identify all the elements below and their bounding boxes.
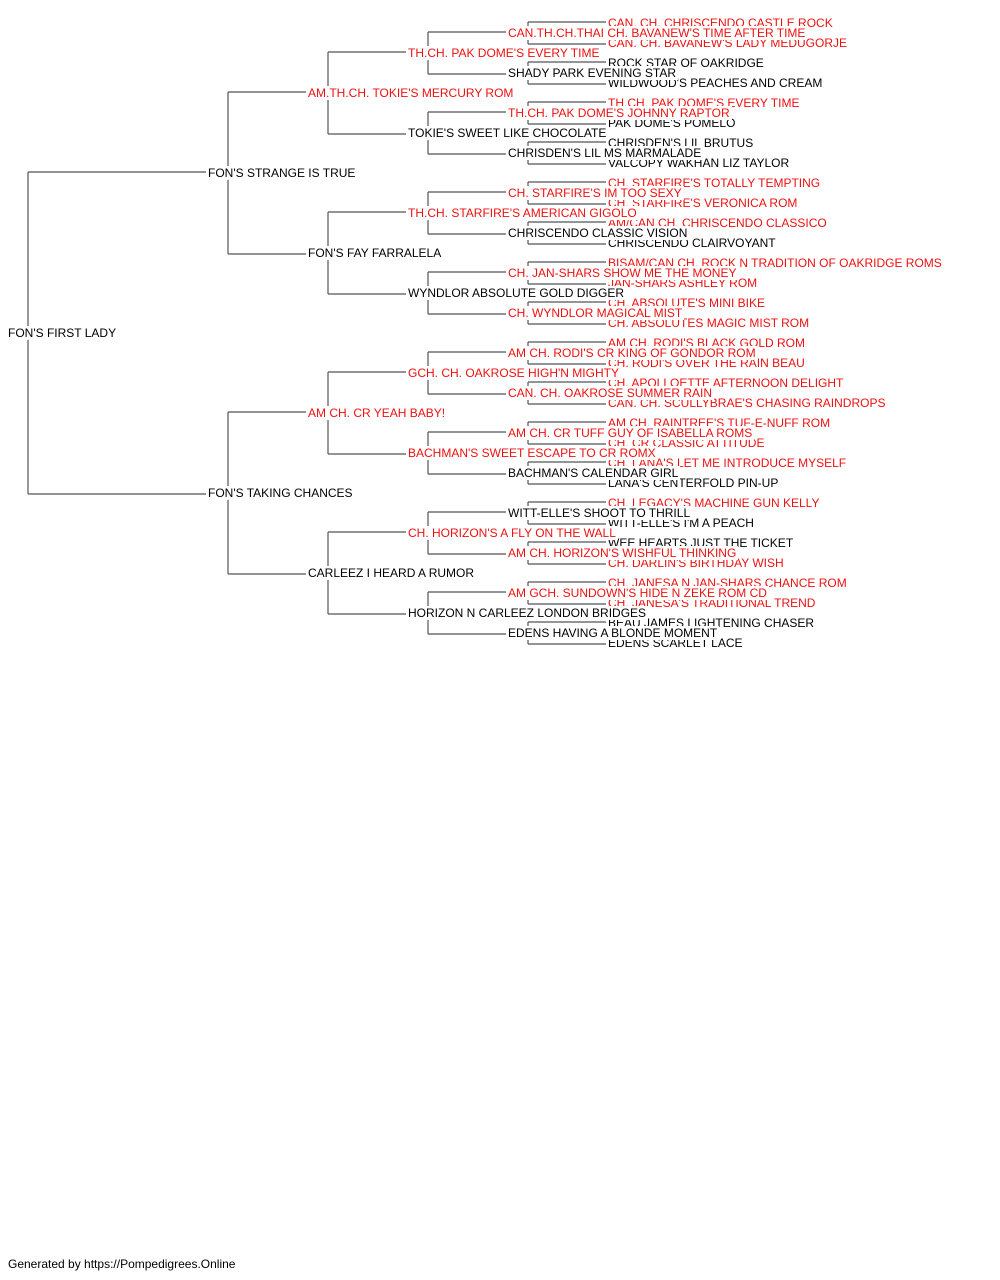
ancestor-dam-gen4: CH. WYNDLOR MAGICAL MIST	[508, 306, 685, 320]
ancestor-sire-gen4: AM CH. RODI'S CR KING OF GONDOR ROM	[508, 346, 758, 360]
ancestor-sire-gen3: CH. HORIZON'S A FLY ON THE WALL	[408, 526, 618, 540]
ancestor-sire-gen3: TH.CH. STARFIRE'S AMERICAN GIGOLO	[408, 206, 639, 220]
ancestor-sire-gen4: CH. STARFIRE'S IM TOO SEXY	[508, 186, 684, 200]
ancestor-sire-gen2: AM CH. CR YEAH BABY!	[308, 406, 448, 420]
ancestor-dam-gen4: CHRISCENDO CLASSIC VISION	[508, 226, 690, 240]
ancestor-dam-gen2: CARLEEZ I HEARD A RUMOR	[308, 566, 477, 580]
generated-by-footer: Generated by https://Pompedigrees.Online	[8, 1257, 236, 1271]
ancestor-sire-gen1: FON'S STRANGE IS TRUE	[208, 166, 358, 180]
ancestor-sire-gen3: GCH. CH. OAKROSE HIGH'N MIGHTY	[408, 366, 621, 380]
ancestor-dam-gen4: AM CH. HORIZON'S WISHFUL THINKING	[508, 546, 739, 560]
ancestor-dam-gen4: CAN. CH. OAKROSE SUMMER RAIN	[508, 386, 715, 400]
ancestor-dam-gen3: TOKIE'S SWEET LIKE CHOCOLATE	[408, 126, 609, 140]
ancestor-dam-gen3: HORIZON N CARLEEZ LONDON BRIDGES	[408, 606, 649, 620]
ancestor-sire-gen4: AM CH. CR TUFF GUY OF ISABELLA ROMS	[508, 426, 755, 440]
ancestor-dam-gen4: SHADY PARK EVENING STAR	[508, 66, 679, 80]
ancestor-dam-gen3: BACHMAN'S SWEET ESCAPE TO CR ROMX	[408, 446, 658, 460]
ancestor-sire-gen3: TH.CH. PAK DOME'S EVERY TIME	[408, 46, 602, 60]
ancestor-sire-gen4: TH.CH. PAK DOME'S JOHNNY RAPTOR	[508, 106, 732, 120]
ancestor-dam-gen4: BACHMAN'S CALENDAR GIRL	[508, 466, 681, 480]
ancestor-dam-gen2: FON'S FAY FARRALELA	[308, 246, 444, 260]
ancestor-sire-gen4: CH. JAN-SHARS SHOW ME THE MONEY	[508, 266, 739, 280]
ancestor-dam-gen4: EDENS HAVING A BLONDE MOMENT	[508, 626, 720, 640]
ancestor-sire-gen2: AM.TH.CH. TOKIE'S MERCURY ROM	[308, 86, 516, 100]
ancestor-sire-gen4: WITT-ELLE'S SHOOT TO THRILL	[508, 506, 693, 520]
ancestor-sire-gen4: CAN.TH.CH.THAI CH. BAVANEW'S TIME AFTER …	[508, 26, 808, 40]
ancestor-dam-gen3: WYNDLOR ABSOLUTE GOLD DIGGER	[408, 286, 627, 300]
ancestor-dam-gen1: FON'S TAKING CHANCES	[208, 486, 355, 500]
ancestor-dam-gen4: CHRISDEN'S LIL MS MARMALADE	[508, 146, 704, 160]
ancestor-sire-gen4: AM GCH. SUNDOWN'S HIDE N ZEKE ROM CD	[508, 586, 769, 600]
subject-dog-name: FON'S FIRST LADY	[8, 326, 119, 340]
